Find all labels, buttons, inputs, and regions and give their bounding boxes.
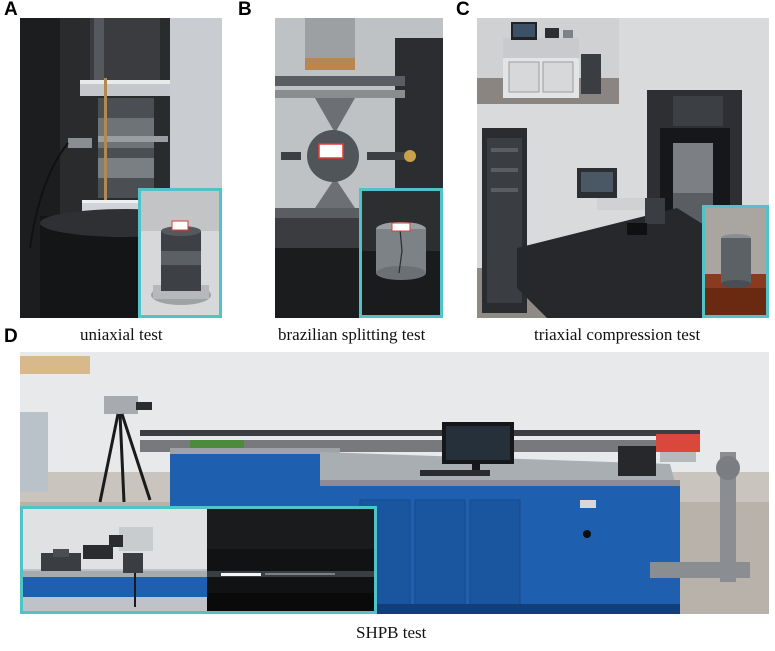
shpb-camera-inset [20, 506, 207, 614]
triaxial-specimen-inset [702, 205, 769, 318]
panel-c-letter: C [456, 0, 470, 20]
panel-d-letter: D [4, 326, 18, 347]
triaxial-compression-test-photo [477, 18, 769, 318]
brazilian-specimen-inset [359, 188, 443, 318]
brazilian-splitting-test-photo [275, 18, 443, 318]
caption-shpb: SHPB test [356, 623, 427, 642]
panel-a-letter: A [4, 0, 18, 20]
shpb-test-photo [20, 352, 769, 614]
uniaxial-test-photo [20, 18, 222, 318]
caption-brazilian: brazilian splitting test [278, 325, 426, 344]
caption-triaxial: triaxial compression test [534, 325, 701, 344]
shpb-bar-closeup-inset [207, 506, 377, 614]
uniaxial-specimen-inset [138, 188, 222, 318]
caption-uniaxial: uniaxial test [80, 325, 163, 344]
panel-b-letter: B [238, 0, 252, 20]
triaxial-console-inset [477, 18, 619, 104]
